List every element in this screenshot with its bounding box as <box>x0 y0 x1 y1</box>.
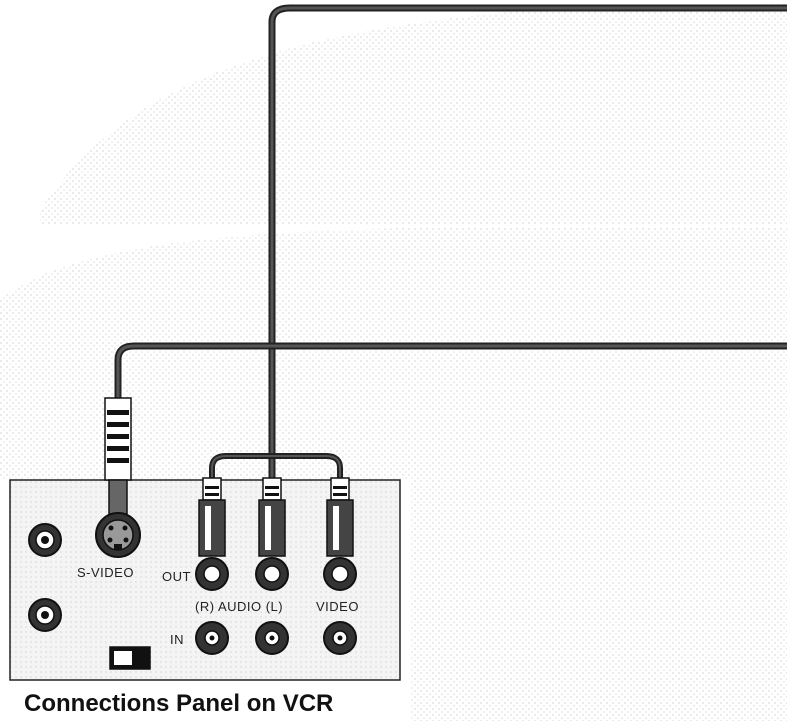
video-in-jack <box>323 621 357 655</box>
audio-r-in-jack <box>195 621 229 655</box>
rca-plug-audio-l <box>258 477 286 557</box>
cables <box>114 4 787 494</box>
channel-switch <box>109 646 151 670</box>
video-label: VIDEO <box>316 599 359 614</box>
audio-l-out-jack <box>255 557 289 591</box>
rf-antenna-jack-top <box>28 523 62 557</box>
out-label: OUT <box>162 569 191 584</box>
rca-plug-video <box>326 477 354 557</box>
rf-antenna-jack-bottom <box>28 598 62 632</box>
audio-l-in-jack <box>255 621 289 655</box>
s-video-label: S-VIDEO <box>77 565 134 580</box>
video-out-jack <box>323 557 357 591</box>
audio-label: (R) AUDIO (L) <box>195 599 284 614</box>
s-video-plug <box>104 397 132 515</box>
diagram-caption: Connections Panel on VCR <box>24 690 334 717</box>
rca-plug-audio-r <box>198 477 226 557</box>
audio-r-out-jack <box>195 557 229 591</box>
s-video-jack <box>95 512 141 558</box>
in-label: IN <box>170 632 184 647</box>
tv-back-surface <box>0 4 787 721</box>
